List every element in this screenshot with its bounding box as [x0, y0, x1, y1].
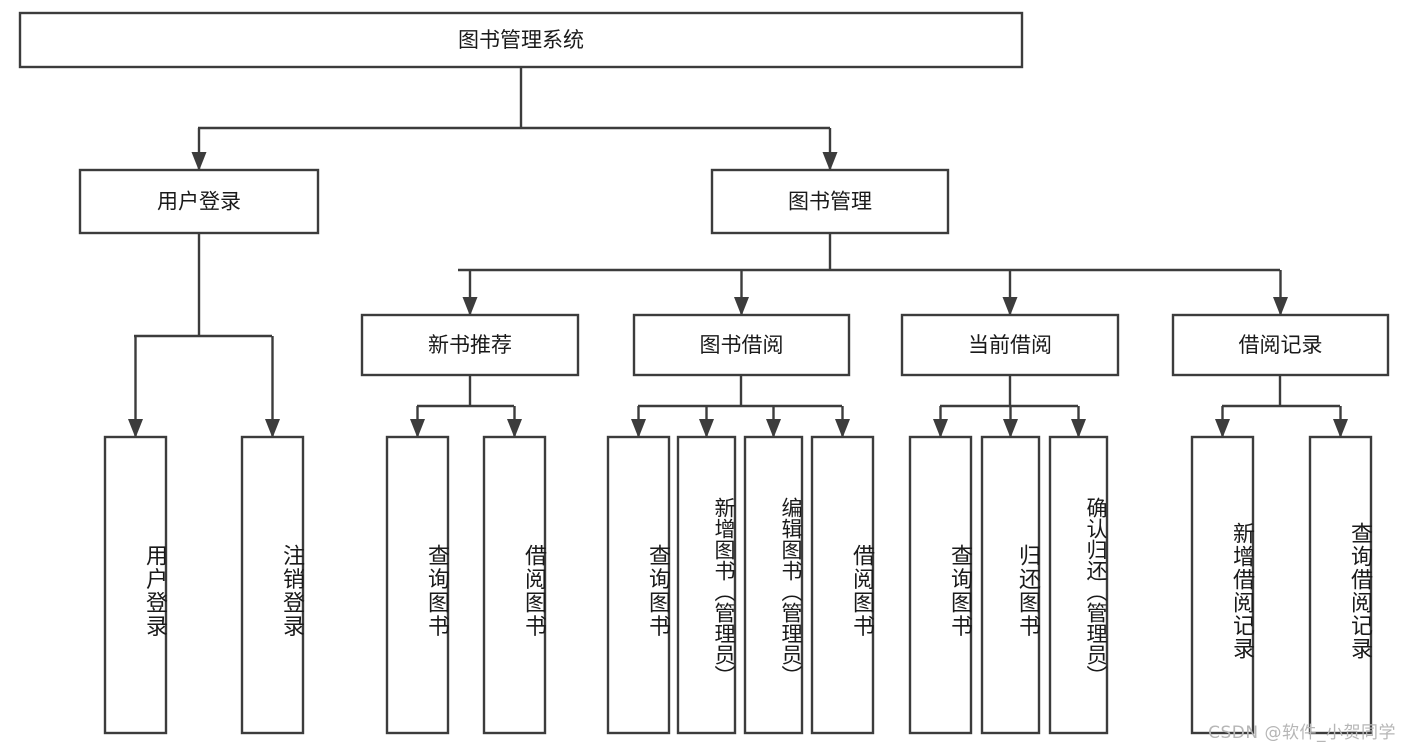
- node-borrow-record[interactable]: 借阅记录: [1171, 313, 1390, 377]
- node-leaf-user-login[interactable]: [103, 435, 168, 735]
- node-label: 新书推荐: [428, 333, 512, 357]
- node-leaf-return-book[interactable]: [980, 435, 1041, 735]
- edge-current-borrow-to-leaf-query-book-3: [933, 406, 948, 438]
- node-book-manage[interactable]: 图书管理: [710, 168, 950, 235]
- edge-book-manage-to-current-borrow: [1002, 270, 1018, 316]
- node-label: 图书管理: [788, 190, 872, 214]
- edge-book-borrow-to-leaf-edit-book: [766, 406, 781, 438]
- edge-book-borrow-to-leaf-add-book: [699, 406, 714, 438]
- edge-borrow-record-to-leaf-query-record: [1333, 406, 1348, 438]
- connector-group-bus-book-borrow: [638, 375, 842, 408]
- node-leaf-query-book-3[interactable]: [908, 435, 973, 735]
- connector-group-bus-borrow-record: [1222, 375, 1340, 408]
- edge-root-to-book-manage: [822, 128, 838, 171]
- node-leaf-add-book[interactable]: [676, 435, 737, 735]
- edge-book-manage-to-borrow-record: [1273, 270, 1288, 316]
- node-label: 用户登录: [157, 190, 241, 214]
- node-book-borrow[interactable]: 图书借阅: [632, 313, 851, 377]
- edge-user-login-to-leaf-user-login: [128, 336, 143, 438]
- watermark-text: CSDN @软件_小贺同学: [1208, 723, 1396, 743]
- node-leaf-user-logout[interactable]: [240, 435, 305, 735]
- node-label: 当前借阅: [968, 333, 1052, 357]
- node-root-root[interactable]: 图书管理系统: [18, 11, 1024, 69]
- node-leaf-confirm-return[interactable]: [1048, 435, 1109, 735]
- edge-root-to-user-login: [191, 128, 207, 171]
- edge-new-book-rec-to-leaf-query-book-1: [410, 406, 425, 438]
- edge-current-borrow-to-leaf-return-book: [1003, 406, 1018, 438]
- connector-group-bus-root: [198, 67, 830, 130]
- edge-user-login-to-leaf-user-logout: [265, 336, 280, 438]
- connector-group-bus-new-book-rec: [417, 375, 514, 408]
- node-current-borrow[interactable]: 当前借阅: [900, 313, 1120, 377]
- edge-new-book-rec-to-leaf-borrow-book-1: [507, 406, 522, 438]
- edge-current-borrow-to-leaf-confirm-return: [1071, 406, 1086, 438]
- connector-group-bus-current-borrow: [940, 375, 1078, 408]
- node-label: 借阅记录: [1239, 333, 1323, 357]
- edge-borrow-record-to-leaf-add-record: [1215, 406, 1230, 438]
- node-new-book-rec[interactable]: 新书推荐: [360, 313, 580, 377]
- connector-layer: [128, 67, 1348, 438]
- node-leaf-borrow-book-1[interactable]: [482, 435, 547, 735]
- node-leaf-query-book-2[interactable]: [606, 435, 671, 735]
- edge-book-borrow-to-leaf-borrow-book-2: [835, 406, 850, 438]
- connector-group-bus-user-login: [134, 233, 272, 338]
- node-label: 图书管理系统: [458, 28, 584, 52]
- edge-book-borrow-to-leaf-query-book-2: [631, 406, 646, 438]
- node-leaf-add-record[interactable]: [1190, 435, 1255, 735]
- node-leaf-edit-book[interactable]: [743, 435, 804, 735]
- node-leaf-query-book-1[interactable]: [385, 435, 450, 735]
- node-user-login[interactable]: 用户登录: [78, 168, 320, 235]
- edge-book-manage-to-new-book-rec: [462, 270, 478, 316]
- node-leaf-borrow-book-2[interactable]: [810, 435, 875, 735]
- node-label: 图书借阅: [700, 333, 784, 357]
- edge-book-manage-to-book-borrow: [734, 270, 749, 316]
- node-leaf-query-record[interactable]: [1308, 435, 1373, 735]
- connector-group-bus-book-manage: [458, 233, 1280, 272]
